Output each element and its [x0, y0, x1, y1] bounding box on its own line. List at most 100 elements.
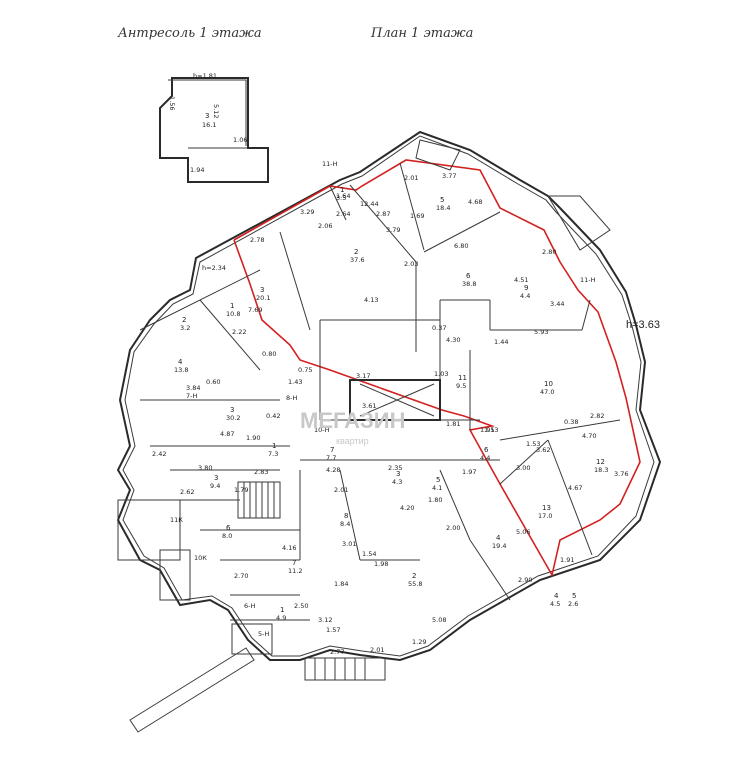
dim-label: 2.22 [232, 328, 246, 336]
watermark-sub: квартир [336, 436, 369, 446]
dim-label: 12.44 [360, 200, 379, 208]
room-number: 7 [330, 446, 334, 454]
room-area: 38.8 [462, 280, 476, 288]
room-number: 6 [466, 272, 471, 280]
stair-core [349, 379, 441, 421]
entry-south [231, 623, 273, 655]
dim-label: 2.01 [370, 646, 384, 654]
partition [279, 231, 311, 331]
room-number: 10 [544, 380, 553, 388]
room-number: 2 [412, 572, 416, 580]
dim-label: 2.70 [234, 572, 248, 580]
dim-label: 4.28 [326, 466, 340, 474]
dim-label: 1.84 [334, 580, 348, 588]
dim-label: 3.62 [536, 446, 550, 454]
room-area: 9.4 [210, 482, 220, 490]
partition [423, 211, 501, 253]
dim-label: 4.68 [468, 198, 482, 206]
dim-label: 2.00 [446, 524, 460, 532]
room-area: 37.6 [350, 256, 364, 264]
stairs [117, 139, 611, 733]
room-number: 3 [230, 406, 234, 414]
partition [547, 439, 593, 556]
room-number: 1 [340, 186, 344, 194]
dim-label: 4.30 [446, 336, 460, 344]
dim-label: 2.87 [376, 210, 390, 218]
partition [329, 185, 347, 221]
room-number: 1 [230, 302, 234, 310]
partition [499, 419, 621, 441]
dim-label: 1.44 [494, 338, 508, 346]
room-area: 18.4 [436, 204, 450, 212]
dim-label: 2.01 [404, 174, 418, 182]
dim-label: 4.51 [514, 276, 528, 284]
dim-label: 2.42 [152, 450, 166, 458]
dim-label: 3.12 [318, 616, 332, 624]
ramp-south [129, 647, 255, 733]
room-number: 4 [554, 592, 559, 600]
room-number: 5 [440, 196, 444, 204]
floor-plan-title: План 1 этажа [371, 26, 474, 41]
room-number: 4 [178, 358, 183, 366]
dim-label: 1.91 [560, 556, 574, 564]
room-area: 17.0 [538, 512, 552, 520]
dim-label: 3.79 [386, 226, 400, 234]
partition [439, 469, 471, 541]
dim-label: 4.70 [582, 432, 596, 440]
dim-label: 1.69 [410, 212, 424, 220]
zone-label: 7-Н [186, 392, 197, 400]
partition [581, 299, 591, 331]
dim-label: 0.80 [262, 350, 276, 358]
dimension-labels: 12.44 2.87 3.77 2.01 3.29 2.78 2.06 1.69… [152, 172, 628, 656]
dim-label: 3.00 [516, 464, 530, 472]
dim-label: 3.01 [342, 540, 356, 548]
dim-label: 2.82 [590, 412, 604, 420]
dim-label: 2.80 [542, 248, 556, 256]
dim-label: 3.80 [198, 464, 212, 472]
dim-label: 3.77 [442, 172, 456, 180]
dim-label: 3.44 [550, 300, 564, 308]
zone-label: 11-Н [322, 160, 338, 168]
dim-label: 0.42 [266, 412, 280, 420]
dim-label: 5.06 [516, 528, 530, 536]
zone-label: 5-Н [258, 630, 269, 638]
dim-label: 1.53 [484, 426, 498, 434]
dim-label: 2.50 [294, 602, 308, 610]
dim-label: 1.53 [526, 440, 540, 448]
partition [469, 539, 511, 601]
dim-label: 3.29 [300, 208, 314, 216]
mezzanine-plan: 3 16.1 h=1.81 5.12 1.56 1.06 1.94 [159, 72, 269, 183]
room-area: 18.3 [594, 466, 608, 474]
room-number: 9 [524, 284, 528, 292]
room-number: 5 [436, 476, 440, 484]
room-area: 30.2 [226, 414, 240, 422]
dim-label: 1.57 [326, 626, 340, 634]
room-number: 1 [280, 606, 284, 614]
dim-label: 2.77 [330, 648, 344, 656]
room-area: 55.8 [408, 580, 422, 588]
mezzanine-height: h=1.81 [193, 72, 217, 80]
partition [399, 162, 425, 251]
dim-label: 5.08 [432, 616, 446, 624]
dim-label: 1.64 [336, 192, 350, 200]
room-number: 3 [260, 286, 264, 294]
stair-north [415, 139, 461, 171]
dim-label: 2.83 [254, 468, 268, 476]
room-area: 4.3 [392, 478, 402, 486]
dim-label: 0.37 [432, 324, 446, 332]
dim-label: 1.03 [434, 370, 448, 378]
dim-label: 2.90 [518, 576, 532, 584]
room-number: 3 [396, 470, 400, 478]
entry-west-2 [159, 549, 191, 601]
zone-label: 6-Н [244, 602, 255, 610]
zone-label: 10-Н [314, 426, 330, 434]
room-area: 11.2 [288, 567, 302, 575]
dim-label: 4.13 [364, 296, 378, 304]
dim-label: 3.84 [186, 384, 200, 392]
partition [349, 184, 417, 263]
dim-label: 2.03 [404, 260, 418, 268]
room-number: 7 [292, 559, 296, 567]
dim-label: 1.80 [428, 496, 442, 504]
room-number: 5 [572, 592, 576, 600]
dim-label: 5.93 [534, 328, 548, 336]
